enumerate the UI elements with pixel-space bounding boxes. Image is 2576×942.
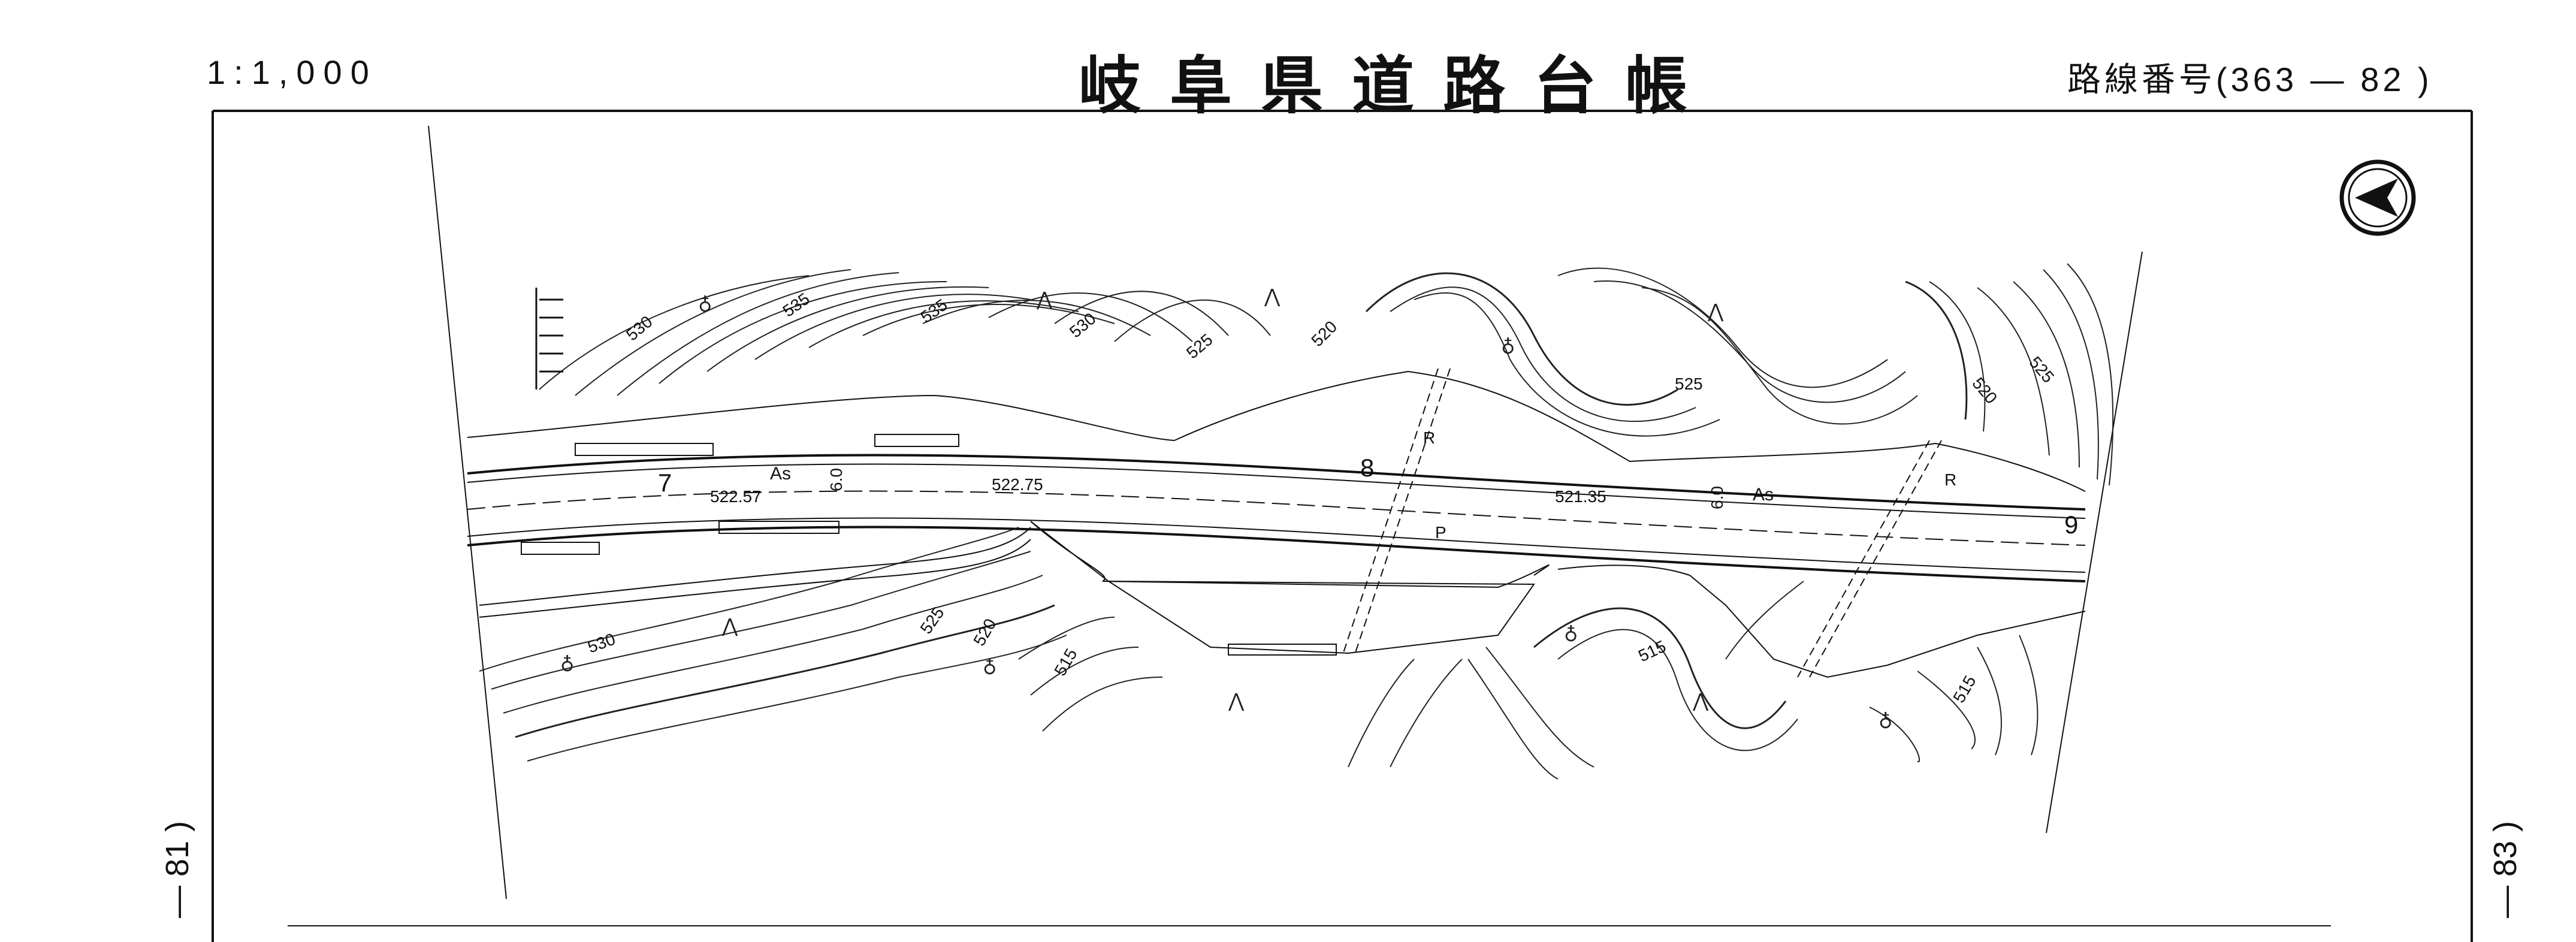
page-title: 岐阜県道路台帳 — [1079, 52, 1717, 121]
culverts — [1342, 368, 1942, 678]
elevation-522-75: 522.75 — [992, 475, 1043, 494]
feature-r: R — [1944, 470, 1956, 489]
svg-text:♁: ♁ — [560, 653, 574, 676]
route-number: 路線番号(363 — 82 ) — [2067, 61, 2433, 98]
contour-lines — [479, 263, 2114, 780]
road — [467, 370, 2086, 678]
map-scale: 1:1,000 — [207, 53, 378, 91]
elevation-521-35: 521.35 — [1555, 487, 1606, 506]
contour-label: 530 — [1066, 309, 1100, 342]
svg-text:♁: ♁ — [983, 656, 996, 679]
svg-text:♁: ♁ — [698, 294, 712, 316]
svg-text:⋀: ⋀ — [1264, 285, 1281, 307]
surface-as-right: As — [1753, 485, 1774, 505]
svg-text:⋀: ⋀ — [1692, 689, 1709, 712]
svg-text:⋀: ⋀ — [1707, 300, 1724, 322]
contour-label: 525 — [917, 603, 948, 637]
embankment-marks — [535, 288, 563, 390]
contour-label: 520 — [1307, 317, 1340, 350]
elevation-522-57: 522.57 — [710, 487, 762, 506]
station-8: 8 — [1360, 454, 1374, 482]
svg-text:⋀: ⋀ — [721, 614, 738, 637]
svg-text:♁: ♁ — [1501, 336, 1515, 358]
contour-label: 515 — [1635, 637, 1668, 666]
vegetation-symbols: ♁ ⋀ ⋀ ♁ ⋀ ♁ ⋀ ♁ ⋀ ♁ ⋀ ♁ — [560, 285, 1892, 733]
contour-label: 520 — [1968, 374, 2001, 407]
surface-labels: As As — [770, 464, 1774, 505]
station-7: 7 — [658, 469, 672, 497]
contour-label: 535 — [917, 295, 951, 327]
contour-label: 530 — [585, 630, 618, 657]
svg-text:⋀: ⋀ — [1036, 288, 1053, 310]
contour-label: 520 — [970, 615, 999, 649]
elevation-labels: 522.57 522.75 521.35 — [710, 475, 1606, 506]
road-width-left: 6.0 — [827, 468, 845, 491]
contour-label: 525 — [2025, 353, 2058, 387]
north-arrow-icon — [2339, 159, 2416, 236]
contour-label: 530 — [623, 312, 656, 345]
width-labels: 6.0 6.0 — [827, 468, 1726, 509]
feature-labels: R R P — [1423, 428, 1956, 542]
svg-text:♁: ♁ — [1564, 623, 1578, 646]
station-labels: 7 8 9 — [658, 454, 2078, 539]
surface-as-left: As — [770, 464, 791, 484]
road-width-right: 6.0 — [1708, 486, 1726, 509]
feature-p: P — [1435, 523, 1446, 542]
contour-label: 525 — [1183, 330, 1216, 363]
feature-r: R — [1423, 428, 1435, 447]
contour-label: 515 — [1050, 645, 1080, 679]
svg-text:⋀: ⋀ — [1228, 689, 1245, 712]
hatch-areas — [521, 434, 1337, 656]
contour-label: 515 — [1949, 672, 1979, 706]
svg-text:♁: ♁ — [1879, 710, 1892, 733]
station-9: 9 — [2064, 511, 2078, 539]
map-frame — [212, 110, 2473, 942]
contour-label: 525 — [1675, 375, 1703, 393]
